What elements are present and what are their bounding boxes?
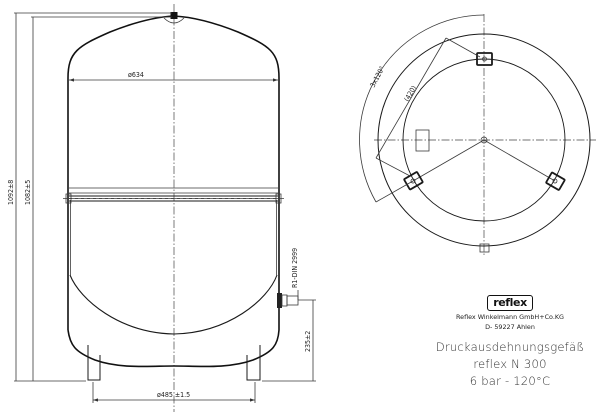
dim-overall-height: 1092±8 <box>7 12 172 382</box>
connection-outline <box>479 243 490 253</box>
title-block: reflex Reflex Winkelmann GmbH+Co.KG D- 5… <box>420 285 600 390</box>
nameplate-outline <box>415 129 430 152</box>
overall-height-label: 1092±8 <box>7 180 15 205</box>
product-model: reflex N 300 <box>473 357 547 371</box>
vessel-dome <box>67 15 280 79</box>
water-connection <box>277 293 299 308</box>
top-vent-fitting <box>170 12 178 19</box>
dim-leg-spacing: (420) <box>375 37 481 177</box>
top-vent-boss <box>163 17 185 24</box>
outer-shell-circle <box>377 33 591 247</box>
vessel-bottom <box>67 329 280 368</box>
leg-pitch-circle <box>402 58 566 222</box>
company-address: D- 59227 Ahlen <box>485 323 535 331</box>
plan-view: (420) 3x120° <box>359 14 596 255</box>
connection-thread-label: R1-DIN 2999 <box>291 248 299 288</box>
leg-footprint-top <box>476 52 493 66</box>
membrane-outline <box>69 274 278 335</box>
product-rating: 6 bar - 120°C <box>469 374 551 388</box>
product-type: Druckausdehnungsgefäß <box>435 340 585 354</box>
radial-leg-left <box>412 139 485 182</box>
dim-vessel-height: 1082±5 <box>24 16 172 381</box>
dim-leg-angle: 3x120° <box>359 14 485 203</box>
center-point <box>480 136 488 144</box>
leg-angle-label: 3x120° <box>369 65 387 89</box>
support-legs <box>87 345 261 381</box>
radial-leg-right <box>483 139 556 182</box>
leg-footprint-right <box>545 171 566 191</box>
dim-leg-circle: ø485 ±1.5 <box>92 382 256 403</box>
reflex-logo: reflex <box>487 295 533 311</box>
side-view: 1092±8 1082±5 ø634 ø485 ±1.5 235±2 <box>7 4 316 412</box>
leg-spacing-label: (420) <box>403 84 418 103</box>
leg-circle-label: ø485 ±1.5 <box>157 391 190 399</box>
dim-shell-diameter: ø634 <box>69 71 278 82</box>
connection-height-label: 235±2 <box>304 331 312 352</box>
company-name: Reflex Winkelmann GmbH+Co.KG <box>455 313 565 321</box>
flange-band <box>63 187 284 204</box>
dim-connection-height: 235±2 R1-DIN 2999 <box>262 248 316 382</box>
shell-diameter-label: ø634 <box>128 71 144 79</box>
vessel-height-label: 1082±5 <box>24 180 32 205</box>
